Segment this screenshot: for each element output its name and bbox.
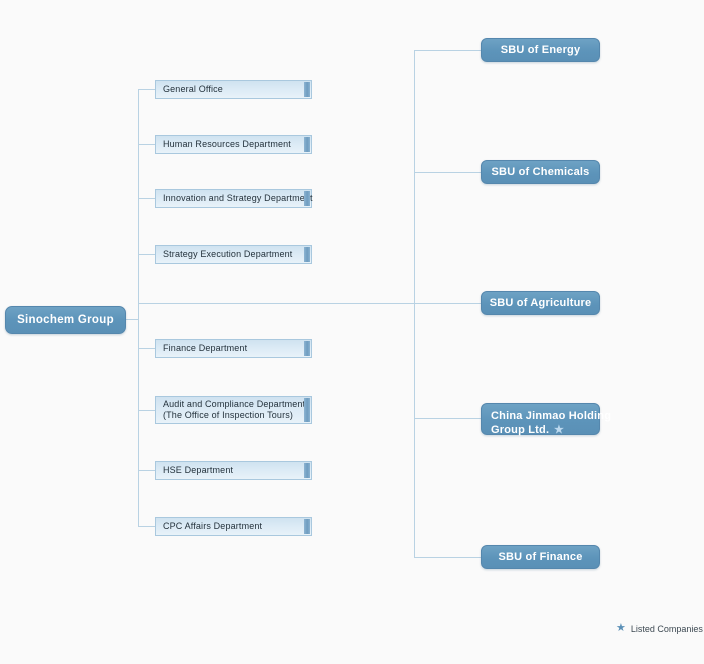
connector-dept-human-resources xyxy=(138,144,155,145)
node-accent-bar xyxy=(304,137,310,152)
node-china-jinmao-holding-group-line2: Group Ltd. ★ xyxy=(491,423,590,437)
node-china-jinmao-holding-group-label-line2: Group Ltd. xyxy=(491,424,550,436)
legend: ★ Listed Companies xyxy=(616,623,703,634)
connector-dept-finance xyxy=(138,348,155,349)
node-general-office[interactable]: General Office xyxy=(155,80,312,99)
node-sinochem-group[interactable]: Sinochem Group xyxy=(5,306,126,334)
node-cpc-affairs-department[interactable]: CPC Affairs Department xyxy=(155,517,312,536)
node-accent-bar xyxy=(304,341,310,356)
node-innovation-and-strategy-department-label: Innovation and Strategy Department xyxy=(163,193,313,203)
node-accent-bar xyxy=(304,463,310,478)
connector-left-trunk xyxy=(138,89,139,527)
connector-dept-innovation-strategy xyxy=(138,198,155,199)
node-accent-bar xyxy=(304,519,310,534)
node-finance-department[interactable]: Finance Department xyxy=(155,339,312,358)
node-accent-bar xyxy=(304,398,310,422)
node-accent-bar xyxy=(304,191,310,206)
node-cpc-affairs-department-label: CPC Affairs Department xyxy=(163,521,263,531)
node-human-resources-department-label: Human Resources Department xyxy=(163,139,291,149)
connector-dept-cpc-affairs xyxy=(138,526,155,527)
legend-label: Listed Companies xyxy=(630,623,703,634)
node-accent-bar xyxy=(304,82,310,97)
node-china-jinmao-holding-group-label-line1: China Jinmao Holding xyxy=(491,410,612,422)
connector-dept-strategy-execution xyxy=(138,254,155,255)
node-sinochem-group-label: Sinochem Group xyxy=(17,314,114,326)
connector-sbu-chemicals xyxy=(414,172,481,173)
connector-main-branch xyxy=(138,303,415,304)
connector-right-trunk xyxy=(414,50,415,558)
node-strategy-execution-department-label: Strategy Execution Department xyxy=(163,249,293,259)
connector-root-stub xyxy=(126,319,139,320)
connector-dept-hse xyxy=(138,470,155,471)
node-general-office-label: General Office xyxy=(163,84,223,94)
listed-company-star-icon: ★ xyxy=(553,423,564,436)
node-sbu-of-finance-label: SBU of Finance xyxy=(498,551,583,563)
node-strategy-execution-department[interactable]: Strategy Execution Department xyxy=(155,245,312,264)
node-hse-department-label: HSE Department xyxy=(163,465,234,475)
node-finance-department-label: Finance Department xyxy=(163,343,248,353)
node-sbu-of-energy[interactable]: SBU of Energy xyxy=(481,38,600,62)
node-sbu-of-energy-label: SBU of Energy xyxy=(500,44,581,56)
node-sbu-of-finance[interactable]: SBU of Finance xyxy=(481,545,600,569)
node-innovation-and-strategy-department[interactable]: Innovation and Strategy Department xyxy=(155,189,313,208)
node-sbu-of-agriculture[interactable]: SBU of Agriculture xyxy=(481,291,600,315)
node-sbu-of-chemicals[interactable]: SBU of Chemicals xyxy=(481,160,600,184)
node-sbu-of-agriculture-label: SBU of Agriculture xyxy=(489,297,592,309)
node-accent-bar xyxy=(304,247,310,262)
node-audit-and-compliance-department-label: Audit and Compliance Department (The Off… xyxy=(163,399,306,420)
connector-jinmao xyxy=(414,418,481,419)
node-audit-and-compliance-department[interactable]: Audit and Compliance Department (The Off… xyxy=(155,396,312,424)
connector-sbu-energy xyxy=(414,50,481,51)
legend-star-icon: ★ xyxy=(616,622,626,634)
node-china-jinmao-holding-group[interactable]: China Jinmao Holding Group Ltd. ★ xyxy=(481,403,612,437)
connector-sbu-agriculture xyxy=(414,303,481,304)
connector-sbu-finance xyxy=(414,557,481,558)
connector-dept-audit-compliance xyxy=(138,410,155,411)
node-hse-department[interactable]: HSE Department xyxy=(155,461,312,480)
node-human-resources-department[interactable]: Human Resources Department xyxy=(155,135,312,154)
connector-dept-general-office xyxy=(138,89,155,90)
node-sbu-of-chemicals-label: SBU of Chemicals xyxy=(491,166,590,178)
